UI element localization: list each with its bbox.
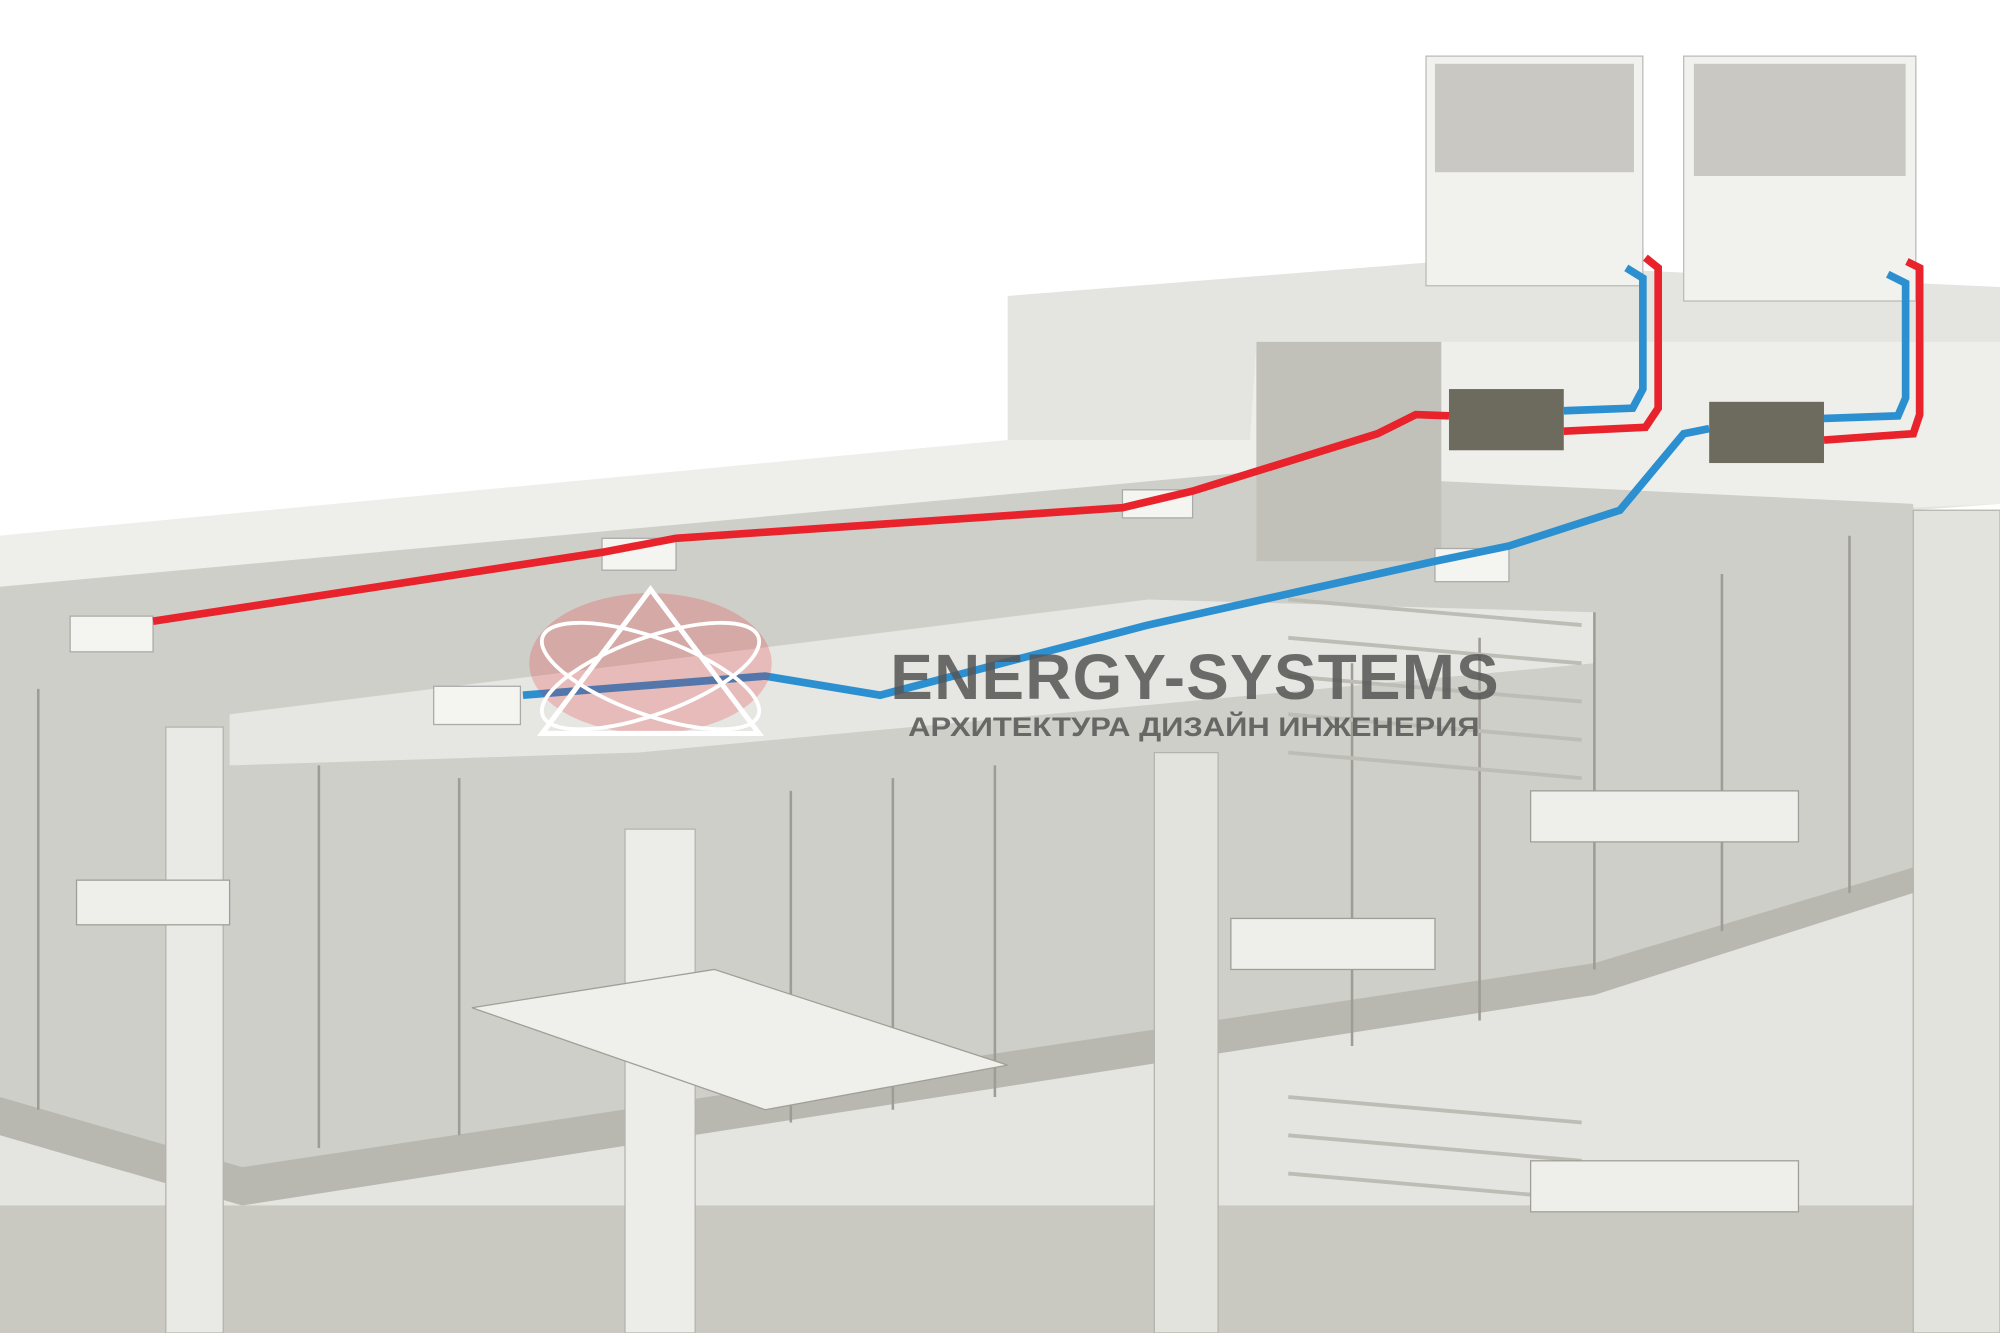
inner-ceiling-wall <box>229 599 1595 766</box>
refrigerant-pipe-return <box>522 424 1710 700</box>
lower-floor <box>0 1205 1914 1333</box>
outdoor-unit <box>1425 55 1644 287</box>
watermark-title: ENERGY-SYSTEMS <box>890 641 1500 713</box>
watermark-subtitle: АРХИТЕКТУРА ДИЗАЙН ИНЖЕНЕРИЯ <box>908 711 1479 742</box>
branch-box <box>1709 401 1824 464</box>
window-blinds <box>1288 597 1582 1201</box>
desk <box>75 879 231 926</box>
desk <box>1529 790 1800 843</box>
column <box>165 726 224 1333</box>
glass-mullions <box>36 535 1851 1149</box>
conference-table <box>471 968 1008 1111</box>
refrigerant-pipe-supply <box>1563 254 1662 435</box>
indoor-unit <box>433 685 522 726</box>
back-wall <box>1256 341 1442 562</box>
column <box>1153 751 1219 1333</box>
indoor-unit <box>69 615 154 653</box>
refrigerant-pipe-return <box>1563 264 1647 415</box>
refrigerant-pipe-return <box>1823 270 1910 423</box>
refrigerant-pipe-supply <box>152 410 1450 625</box>
desk <box>1529 1160 1800 1213</box>
branch-box <box>1448 389 1564 451</box>
outdoor-unit <box>1683 55 1917 302</box>
refrigerant-pipe-supply <box>1823 258 1924 444</box>
column <box>1912 509 2000 1333</box>
desk <box>1230 917 1436 971</box>
watermark-logo <box>529 585 772 737</box>
